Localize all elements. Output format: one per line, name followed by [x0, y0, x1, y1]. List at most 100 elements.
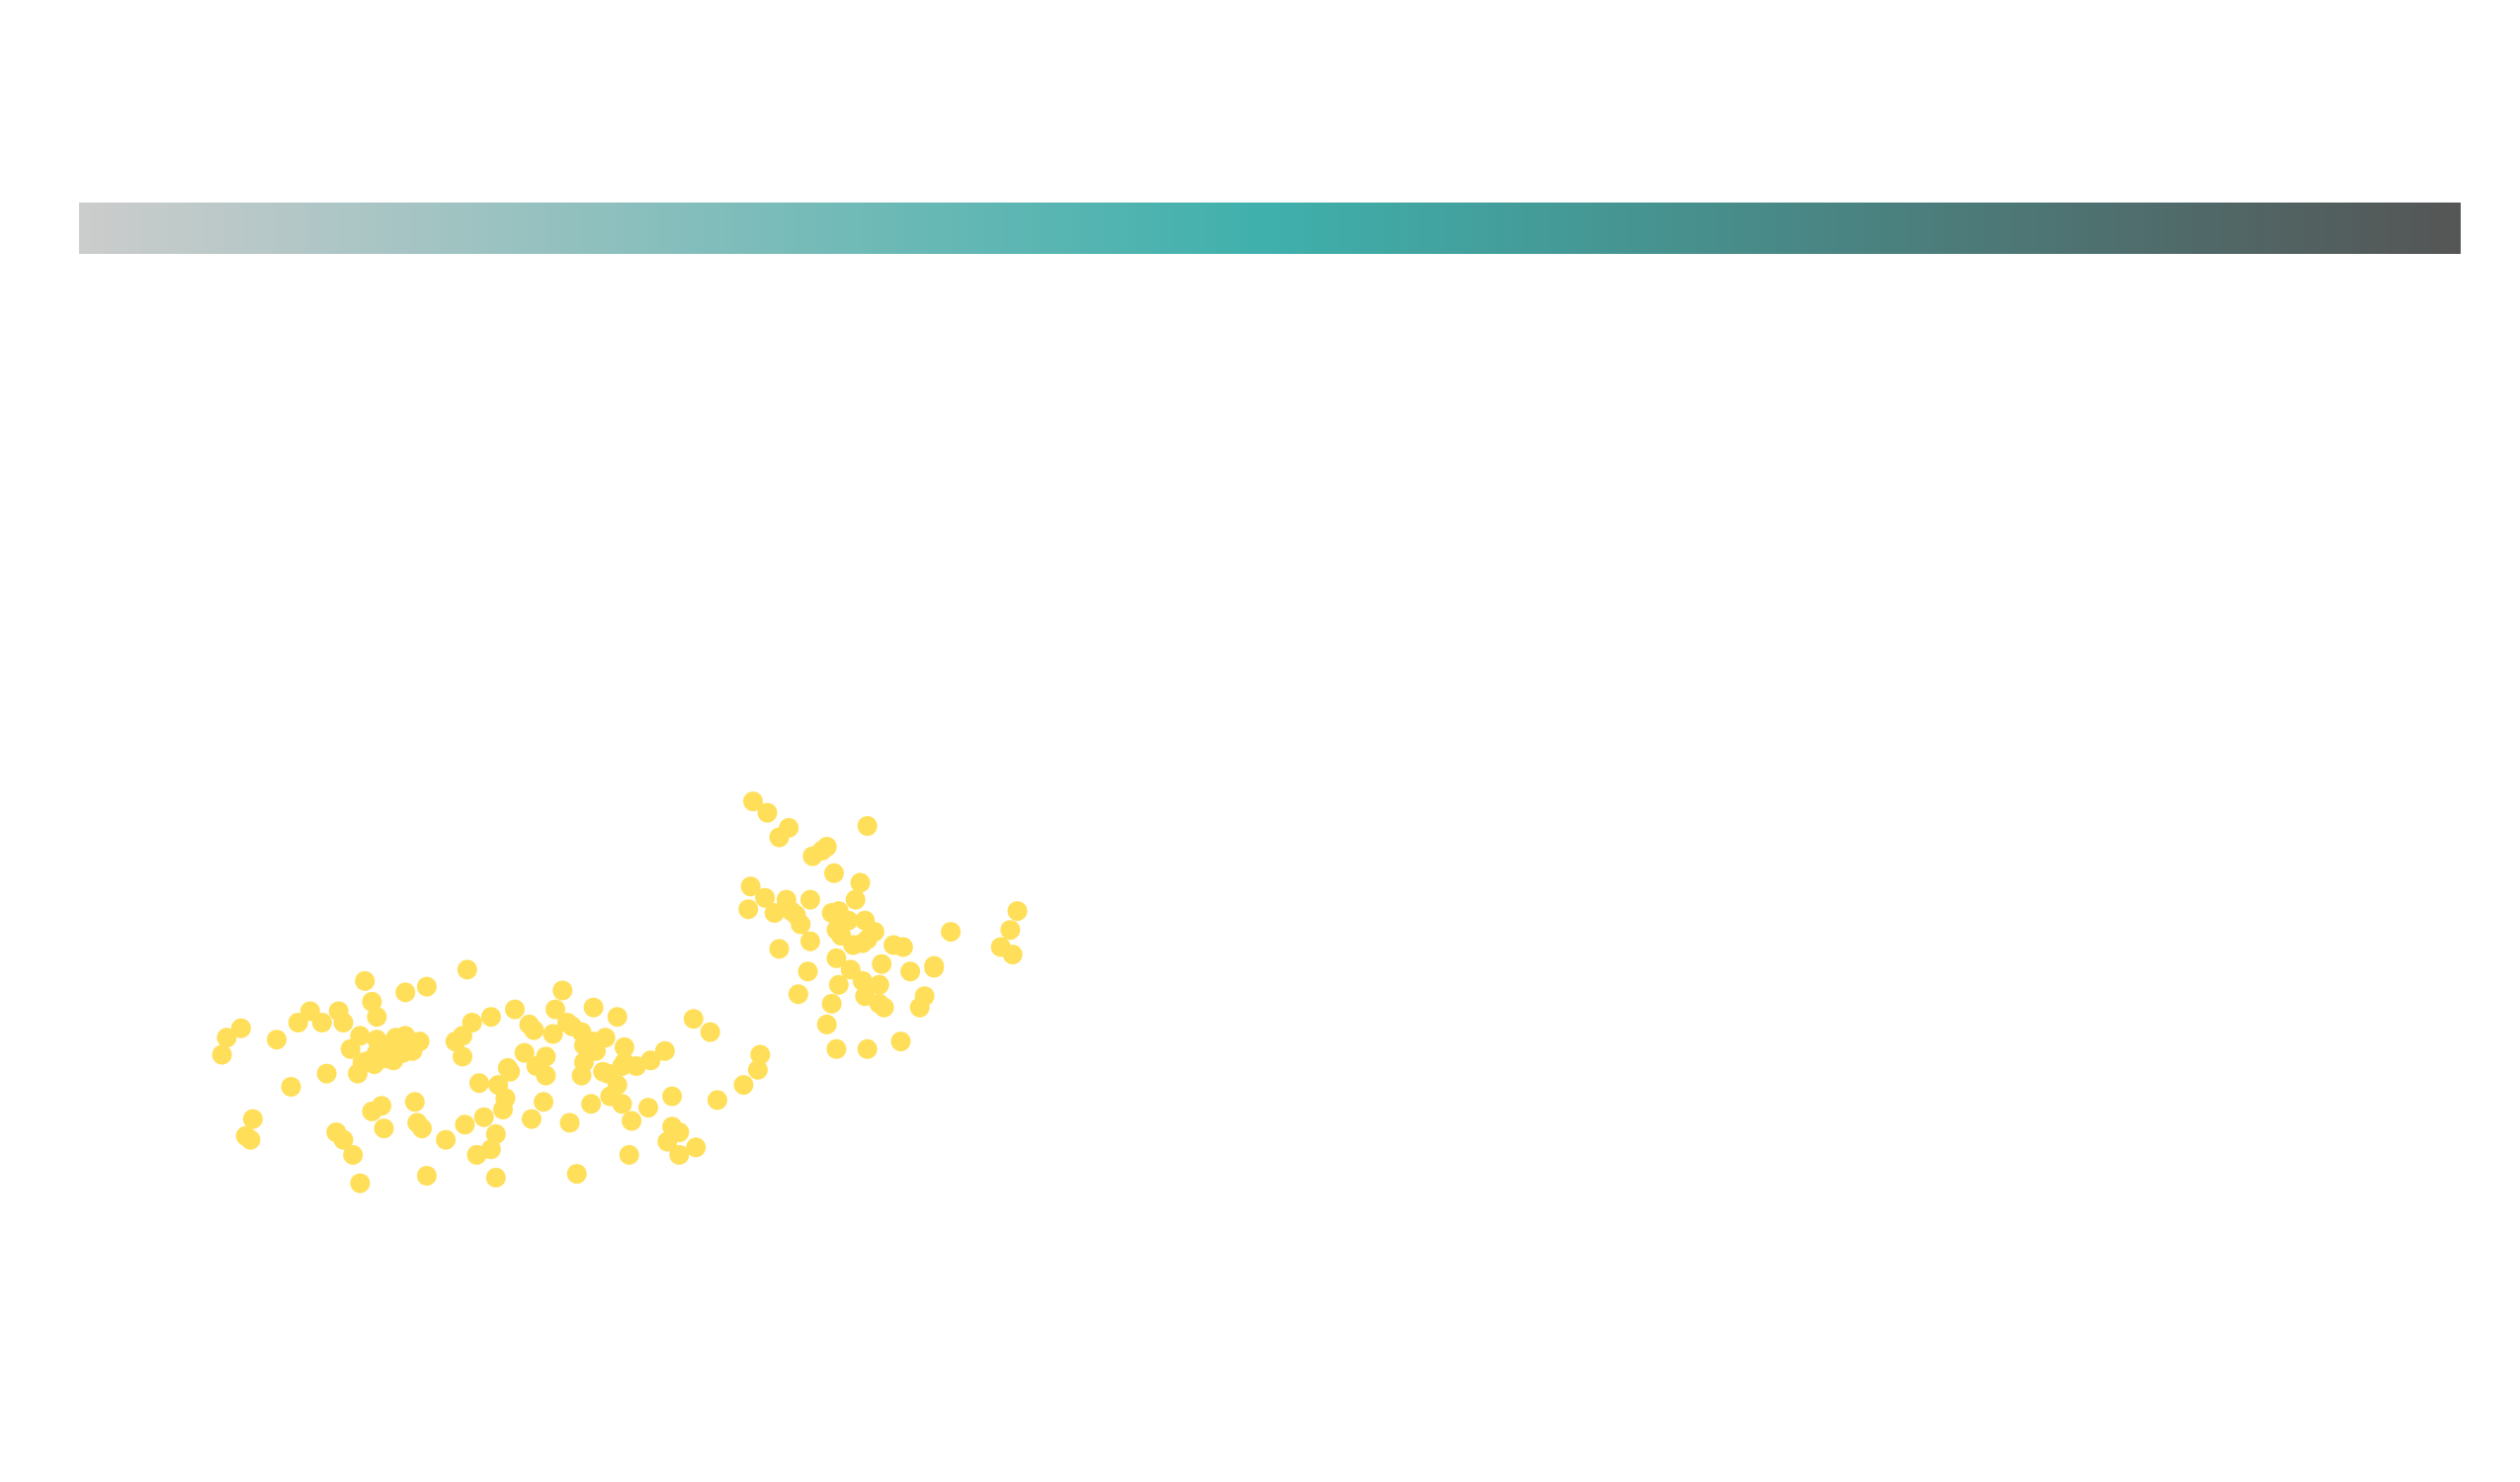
scatter-point [385, 1028, 406, 1048]
scatter-point [914, 986, 935, 1007]
scatter-point [416, 1166, 437, 1186]
scatter-point [872, 953, 892, 974]
scatter-point [593, 1061, 614, 1082]
scatter-point [757, 802, 778, 823]
scatter-point [407, 1112, 428, 1133]
scatter-point [455, 1114, 475, 1135]
scatter-point [362, 1101, 382, 1121]
scatter-point [776, 889, 797, 910]
scatter-point [230, 1018, 251, 1038]
scatter-point [799, 931, 820, 951]
scatter-point [747, 1059, 768, 1080]
scatter-point [686, 1137, 707, 1158]
scatter-point [622, 1111, 642, 1131]
scatter-point [890, 1031, 911, 1052]
scatter-point [638, 1098, 658, 1118]
scatter-point [750, 1044, 771, 1065]
scatter-point [662, 1086, 683, 1107]
scatter-point [521, 1109, 542, 1129]
scatter-point [669, 1122, 690, 1142]
scatter-point [316, 1063, 337, 1084]
scatter-point [485, 1123, 506, 1144]
scatter-point [581, 1094, 602, 1114]
scatter-point [453, 1026, 472, 1046]
scatter-point [505, 999, 525, 1020]
scatter-point [468, 1073, 489, 1094]
scatter-point [640, 1050, 661, 1071]
scatter-point [583, 1031, 604, 1052]
scatter-point [500, 1061, 521, 1082]
scatter-point [534, 1092, 553, 1112]
scatter-point [900, 961, 921, 982]
scatter-point [348, 1063, 368, 1084]
scatter-point [826, 1038, 847, 1059]
scatter-point [828, 974, 849, 995]
scatter-point [216, 1028, 237, 1048]
scatter-point [826, 947, 847, 968]
scatter-point [852, 970, 873, 991]
colorbar [79, 203, 2461, 254]
scatter-point [524, 1020, 545, 1040]
scatter-point [566, 1164, 587, 1185]
scatter-point [883, 935, 904, 955]
scatter-point [485, 1167, 506, 1188]
scatter-point [707, 1090, 727, 1111]
scatter-point [600, 1086, 621, 1107]
scatter-point [683, 1009, 704, 1029]
scatter-point [743, 791, 763, 812]
scatter-point [857, 1038, 878, 1059]
scatter-point [700, 1022, 720, 1042]
scatter-point [281, 1077, 301, 1097]
scatter-point [941, 922, 962, 943]
scatter-point [769, 939, 790, 959]
scatter-point [816, 837, 837, 857]
scatter-point [211, 1044, 232, 1065]
scatter-point [607, 1007, 628, 1028]
scatter-point [740, 876, 761, 897]
scatter-point [374, 1118, 394, 1139]
scatter-point [1000, 920, 1021, 941]
scatter-point [802, 846, 823, 866]
scatter-point [614, 1052, 634, 1073]
scatter-point [453, 1046, 472, 1067]
scatter-point [990, 937, 1011, 957]
scatter-point [350, 1173, 371, 1194]
colorbar-gradient [79, 203, 2461, 254]
scatter-point [755, 887, 776, 908]
scatter-point [362, 991, 382, 1012]
scatter-point [764, 903, 785, 923]
scatter-point [559, 1112, 580, 1133]
scatter-point [798, 961, 818, 982]
scatter-point [311, 1013, 332, 1032]
scatter-point [552, 980, 573, 1001]
scatter-point [738, 899, 759, 920]
scatter-point [343, 1144, 364, 1165]
scatter-point [436, 1129, 457, 1150]
scatter-point [769, 827, 790, 848]
scatter-point [821, 993, 842, 1014]
scatter-point [340, 1038, 361, 1059]
scatter-point [480, 1007, 501, 1028]
scatter-point [619, 1144, 639, 1165]
scatter-point [799, 889, 820, 910]
scatter-point [514, 1042, 535, 1063]
scatter-point [733, 1075, 754, 1096]
scatter-point [843, 935, 864, 955]
scatter-point [850, 872, 871, 893]
scatter-point [404, 1092, 425, 1112]
scatter-point [821, 903, 842, 923]
scatter-point [669, 1144, 690, 1165]
scatter-point [845, 889, 866, 910]
scatter-point [495, 1088, 516, 1109]
scatter-point [546, 999, 565, 1020]
scatter-point [816, 1014, 837, 1034]
scatter-point [383, 1050, 404, 1071]
scatter-point [869, 974, 889, 995]
scatter-point [573, 1052, 594, 1073]
scatter-point [855, 910, 876, 931]
scatter-point [824, 863, 844, 883]
scatter-point [654, 1040, 675, 1061]
scatter-point [416, 976, 437, 997]
